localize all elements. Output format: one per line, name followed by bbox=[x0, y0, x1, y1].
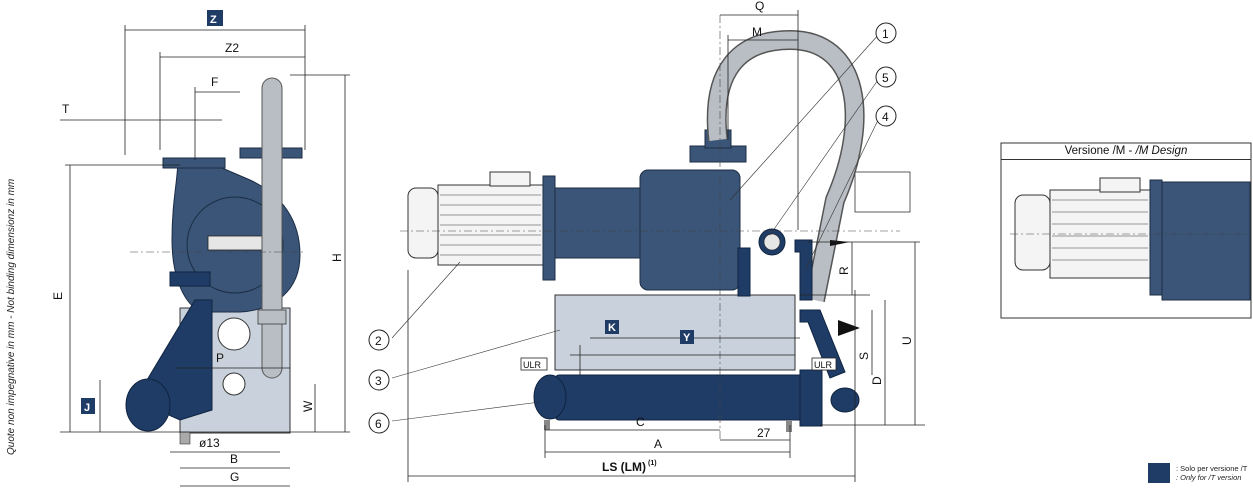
dim-o13-label: ø13 bbox=[199, 436, 220, 450]
legend-line-2: : Only for /T version bbox=[1176, 473, 1242, 482]
blue-pipe-right bbox=[794, 239, 813, 301]
dim-g-label: G bbox=[230, 470, 239, 484]
dim-m-label: M bbox=[752, 25, 762, 39]
leader-6 bbox=[391, 401, 541, 422]
callout-4-label: 4 bbox=[882, 110, 889, 124]
callout-1-label: 1 bbox=[882, 27, 889, 41]
pump-lantern bbox=[554, 187, 656, 259]
flex-hose bbox=[708, 31, 864, 302]
callout-3-label: 3 bbox=[375, 374, 382, 388]
dim-r-label: R bbox=[837, 266, 851, 275]
leader-3 bbox=[391, 329, 561, 379]
dim-z-label: Z bbox=[210, 14, 217, 26]
left-foot bbox=[179, 431, 191, 445]
front-view: 1 5 4 2 3 6 Q M R S U D C A 27 LS (LM) (… bbox=[368, 0, 925, 482]
heat-exchanger bbox=[554, 374, 811, 421]
inset-title-normal: Versione /M - bbox=[1064, 145, 1136, 157]
leader-5 bbox=[769, 76, 881, 236]
dim-s-label: S bbox=[857, 352, 871, 360]
dim-f-label: F bbox=[211, 75, 218, 89]
flow-arrow-2 bbox=[830, 240, 850, 246]
callout-5 bbox=[875, 66, 897, 88]
pressure-gauge-face bbox=[763, 233, 781, 251]
ulr-box-left bbox=[520, 357, 548, 371]
dim-z-badge bbox=[207, 10, 223, 26]
dim-k-badge bbox=[605, 320, 619, 334]
leader-4 bbox=[804, 115, 881, 271]
front-empty-box bbox=[854, 171, 911, 213]
side-note: Quote non impegnative in mm - Not bindin… bbox=[6, 178, 17, 455]
motor-flange bbox=[542, 175, 556, 281]
dim-ls-label: LS (LM) bbox=[602, 460, 646, 474]
dim-a-label: A bbox=[654, 437, 662, 451]
leader-1 bbox=[729, 32, 881, 201]
callout-1 bbox=[875, 22, 897, 44]
dim-c-label: C bbox=[636, 415, 645, 429]
inset-title: Versione /M - /M Design bbox=[1001, 143, 1251, 160]
legend-swatch bbox=[1148, 463, 1170, 483]
callout-6-label: 6 bbox=[375, 417, 382, 431]
legend-text: : Solo per versione /T : Only for /T ver… bbox=[1176, 464, 1247, 482]
ulr-box-right bbox=[811, 357, 837, 371]
inset-title-italic: /M Design bbox=[1135, 145, 1188, 157]
dim-z2-label: Z2 bbox=[225, 41, 239, 55]
dim-h-label: H bbox=[330, 253, 344, 262]
left-blue-valve bbox=[169, 271, 211, 287]
dim-k-label: K bbox=[608, 322, 616, 334]
separator-tank bbox=[554, 294, 796, 371]
ulr-label-left: ULR bbox=[523, 360, 542, 370]
dim-t-label: T bbox=[62, 102, 70, 116]
inset-motor-fins bbox=[1052, 199, 1148, 261]
callout-6 bbox=[368, 412, 390, 434]
motor-terminal-box bbox=[489, 171, 531, 187]
dim-p-label: P bbox=[216, 351, 224, 365]
left-blue-heat-exchanger bbox=[125, 378, 171, 432]
left-pipe-collar bbox=[257, 309, 287, 325]
left-port-1 bbox=[217, 317, 251, 351]
callout-5-label: 5 bbox=[882, 71, 889, 85]
left-vertical-pipe bbox=[261, 77, 283, 379]
motor-fins bbox=[440, 194, 541, 256]
dim-d-label: D bbox=[870, 376, 884, 385]
blue-pipe-left bbox=[737, 247, 751, 297]
dim-q-label: Q bbox=[755, 0, 764, 13]
heat-exchanger-outlet bbox=[830, 387, 860, 413]
dim-u-label: U bbox=[900, 336, 914, 345]
callout-2 bbox=[368, 329, 390, 351]
callout-3 bbox=[368, 369, 390, 391]
dim-y-badge bbox=[680, 330, 694, 344]
ulr-label-right: ULR bbox=[814, 360, 833, 370]
front-foot-left bbox=[544, 420, 550, 430]
pump-body bbox=[639, 169, 741, 291]
inset-m-design bbox=[1000, 142, 1252, 319]
legend-line-1: : Solo per versione /T bbox=[1176, 464, 1248, 473]
inset-flange bbox=[1149, 179, 1163, 296]
dim-j-label: J bbox=[84, 402, 90, 414]
front-foot-right bbox=[786, 420, 792, 432]
inset-pump bbox=[1161, 181, 1251, 301]
callout-4 bbox=[875, 105, 897, 127]
dim-y-label: Y bbox=[683, 332, 691, 344]
dim-j-badge bbox=[81, 398, 95, 414]
leader-2 bbox=[391, 261, 461, 339]
motor-fan-cover bbox=[407, 187, 439, 259]
left-top-flange bbox=[162, 157, 226, 169]
inset-motor-fan bbox=[1014, 194, 1051, 271]
dim-ls-sup: (1) bbox=[648, 460, 657, 467]
flow-arrow bbox=[838, 320, 860, 336]
heat-exchanger-cap-left bbox=[533, 374, 567, 420]
heat-exchanger-head bbox=[799, 369, 823, 427]
dim-w-label: W bbox=[301, 400, 315, 412]
inset-terminal-box bbox=[1099, 177, 1141, 193]
dim-b-label: B bbox=[230, 452, 238, 466]
left-side-view: Z Z2 F T E H J P W ø13 B G bbox=[51, 10, 350, 487]
left-port-2 bbox=[222, 372, 246, 396]
callout-2-label: 2 bbox=[375, 334, 382, 348]
dim-e-label: E bbox=[51, 292, 65, 300]
left-nameplate bbox=[207, 235, 263, 251]
dim-27-label: 27 bbox=[757, 426, 771, 440]
